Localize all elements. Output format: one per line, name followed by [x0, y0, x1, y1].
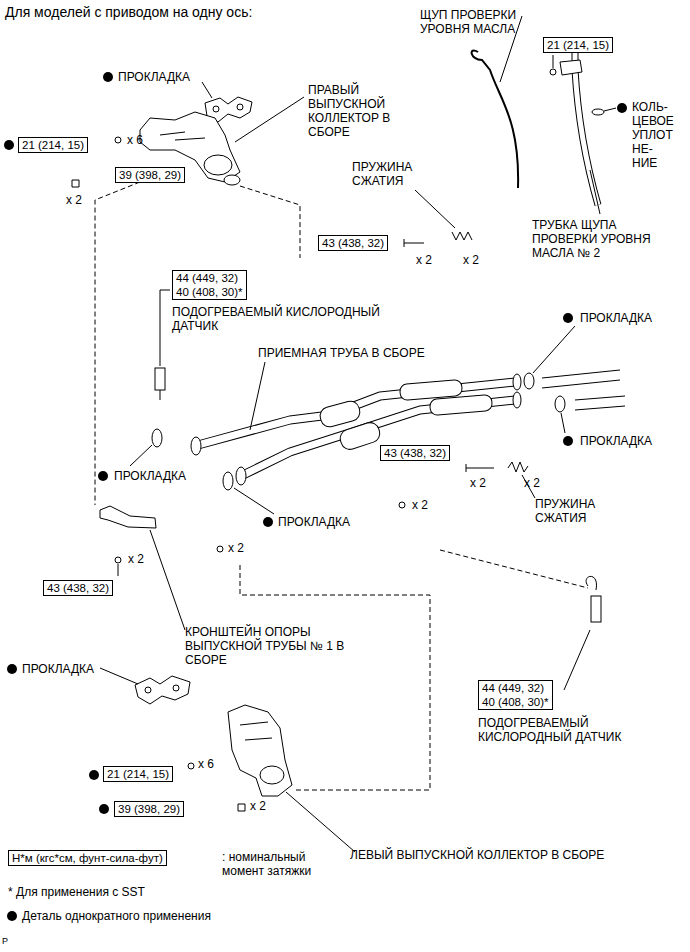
part-name: ПРОКЛАДКА [580, 311, 652, 325]
part-name: ПРОКЛАДКА [118, 70, 190, 84]
quantity-note: x 2 [128, 552, 144, 566]
part-name: ПРУЖИНА СЖАТИЯ [352, 160, 427, 188]
torque-box: 21 (214, 15) [103, 766, 173, 782]
part-name: ПРОКЛАДКА [278, 515, 350, 529]
part-name: КОЛЬ- ЦЕВОЕ УПЛОТ НЕ- НИЕ [632, 100, 682, 170]
part-name: P [2, 936, 8, 947]
torque-box: 43 (438, 32) [43, 580, 113, 596]
part-name: ПОДОГРЕВАЕМЫЙ КИСЛОРОДНЫЙ ДАТЧИК [172, 305, 412, 333]
torque-value: 21 (214, 15) [107, 767, 169, 781]
torque-box: 39 (398, 29) [114, 801, 184, 817]
torque-box: 21 (214, 15) [18, 137, 88, 153]
quantity-note: x 2 [228, 541, 244, 555]
torque-box: 43 (438, 32) [380, 445, 450, 461]
quantity-note: x 2 [66, 193, 82, 207]
torque-box: 44 (449, 32)40 (408, 30)* [478, 680, 553, 710]
legend-text: Деталь однократного применения [22, 909, 211, 923]
torque-value: 44 (449, 32) [176, 271, 243, 285]
torque-value: 40 (408, 30)* [482, 695, 549, 709]
part-name: ПРОКЛАДКА [22, 662, 94, 676]
quantity-note: x 6 [127, 133, 143, 147]
quantity-note: x 2 [250, 799, 266, 813]
part-name: ПРАВЫЙ ВЫПУСКНОЙ КОЛЛЕКТОР В СБОРЕ [308, 83, 413, 139]
torque-value: 21 (214, 15) [547, 38, 609, 52]
part-name: ПРИЕМНАЯ ТРУБА В СБОРЕ [258, 346, 425, 360]
part-name: ТРУБКА ЩУПА ПРОВЕРКИ УРОВНЯ МАСЛА № 2 [532, 218, 672, 260]
torque-value: 39 (398, 29) [119, 168, 181, 182]
torque-value: Н*м (кгс*см, фунт-сила-фут) [12, 851, 163, 865]
diagram-title: Для моделей с приводом на одну ось: [5, 4, 252, 20]
part-name: ПРУЖИНА СЖАТИЯ [535, 497, 610, 525]
quantity-note: x 2 [470, 476, 486, 490]
torque-value: 43 (438, 32) [47, 581, 109, 595]
part-name: * Для применения с SST [8, 885, 145, 899]
torque-value: 43 (438, 32) [322, 236, 384, 250]
part-name: ПРОКЛАДКА [114, 469, 186, 483]
unit-legend-box: Н*м (кгс*см, фунт-сила-фут) [8, 850, 167, 866]
torque-box: 43 (438, 32) [318, 235, 388, 251]
torque-box: 21 (214, 15) [543, 37, 613, 53]
quantity-note: x 2 [524, 476, 540, 490]
quantity-note: x 2 [463, 253, 479, 267]
part-name: ЩУП ПРОВЕРКИ УРОВНЯ МАСЛА [420, 8, 520, 36]
legend-swatch [7, 911, 17, 921]
quantity-note: x 2 [412, 498, 428, 512]
torque-box: 39 (398, 29) [115, 167, 185, 183]
part-name: ЛЕВЫЙ ВЫПУСКНОЙ КОЛЛЕКТОР В СБОРЕ [350, 848, 604, 862]
quantity-note: x 2 [416, 253, 432, 267]
part-name: ПОДОГРЕВАЕМЫЙ КИСЛОРОДНЫЙ ДАТЧИК [478, 716, 628, 744]
legend-text: : номинальный момент затяжки [222, 850, 332, 878]
part-name: ПРОКЛАДКА [580, 434, 652, 448]
quantity-note: x 6 [198, 757, 214, 771]
torque-value: 43 (438, 32) [384, 446, 446, 460]
torque-box: 44 (449, 32)40 (408, 30)* [172, 270, 247, 300]
part-name: КРОНШТЕЙН ОПОРЫ ВЫПУСКНОЙ ТРУБЫ № 1 В СБ… [185, 625, 375, 667]
torque-value: 39 (398, 29) [118, 802, 180, 816]
torque-value: 44 (449, 32) [482, 681, 549, 695]
torque-value: 21 (214, 15) [22, 138, 84, 152]
torque-value: 40 (408, 30)* [176, 285, 243, 299]
